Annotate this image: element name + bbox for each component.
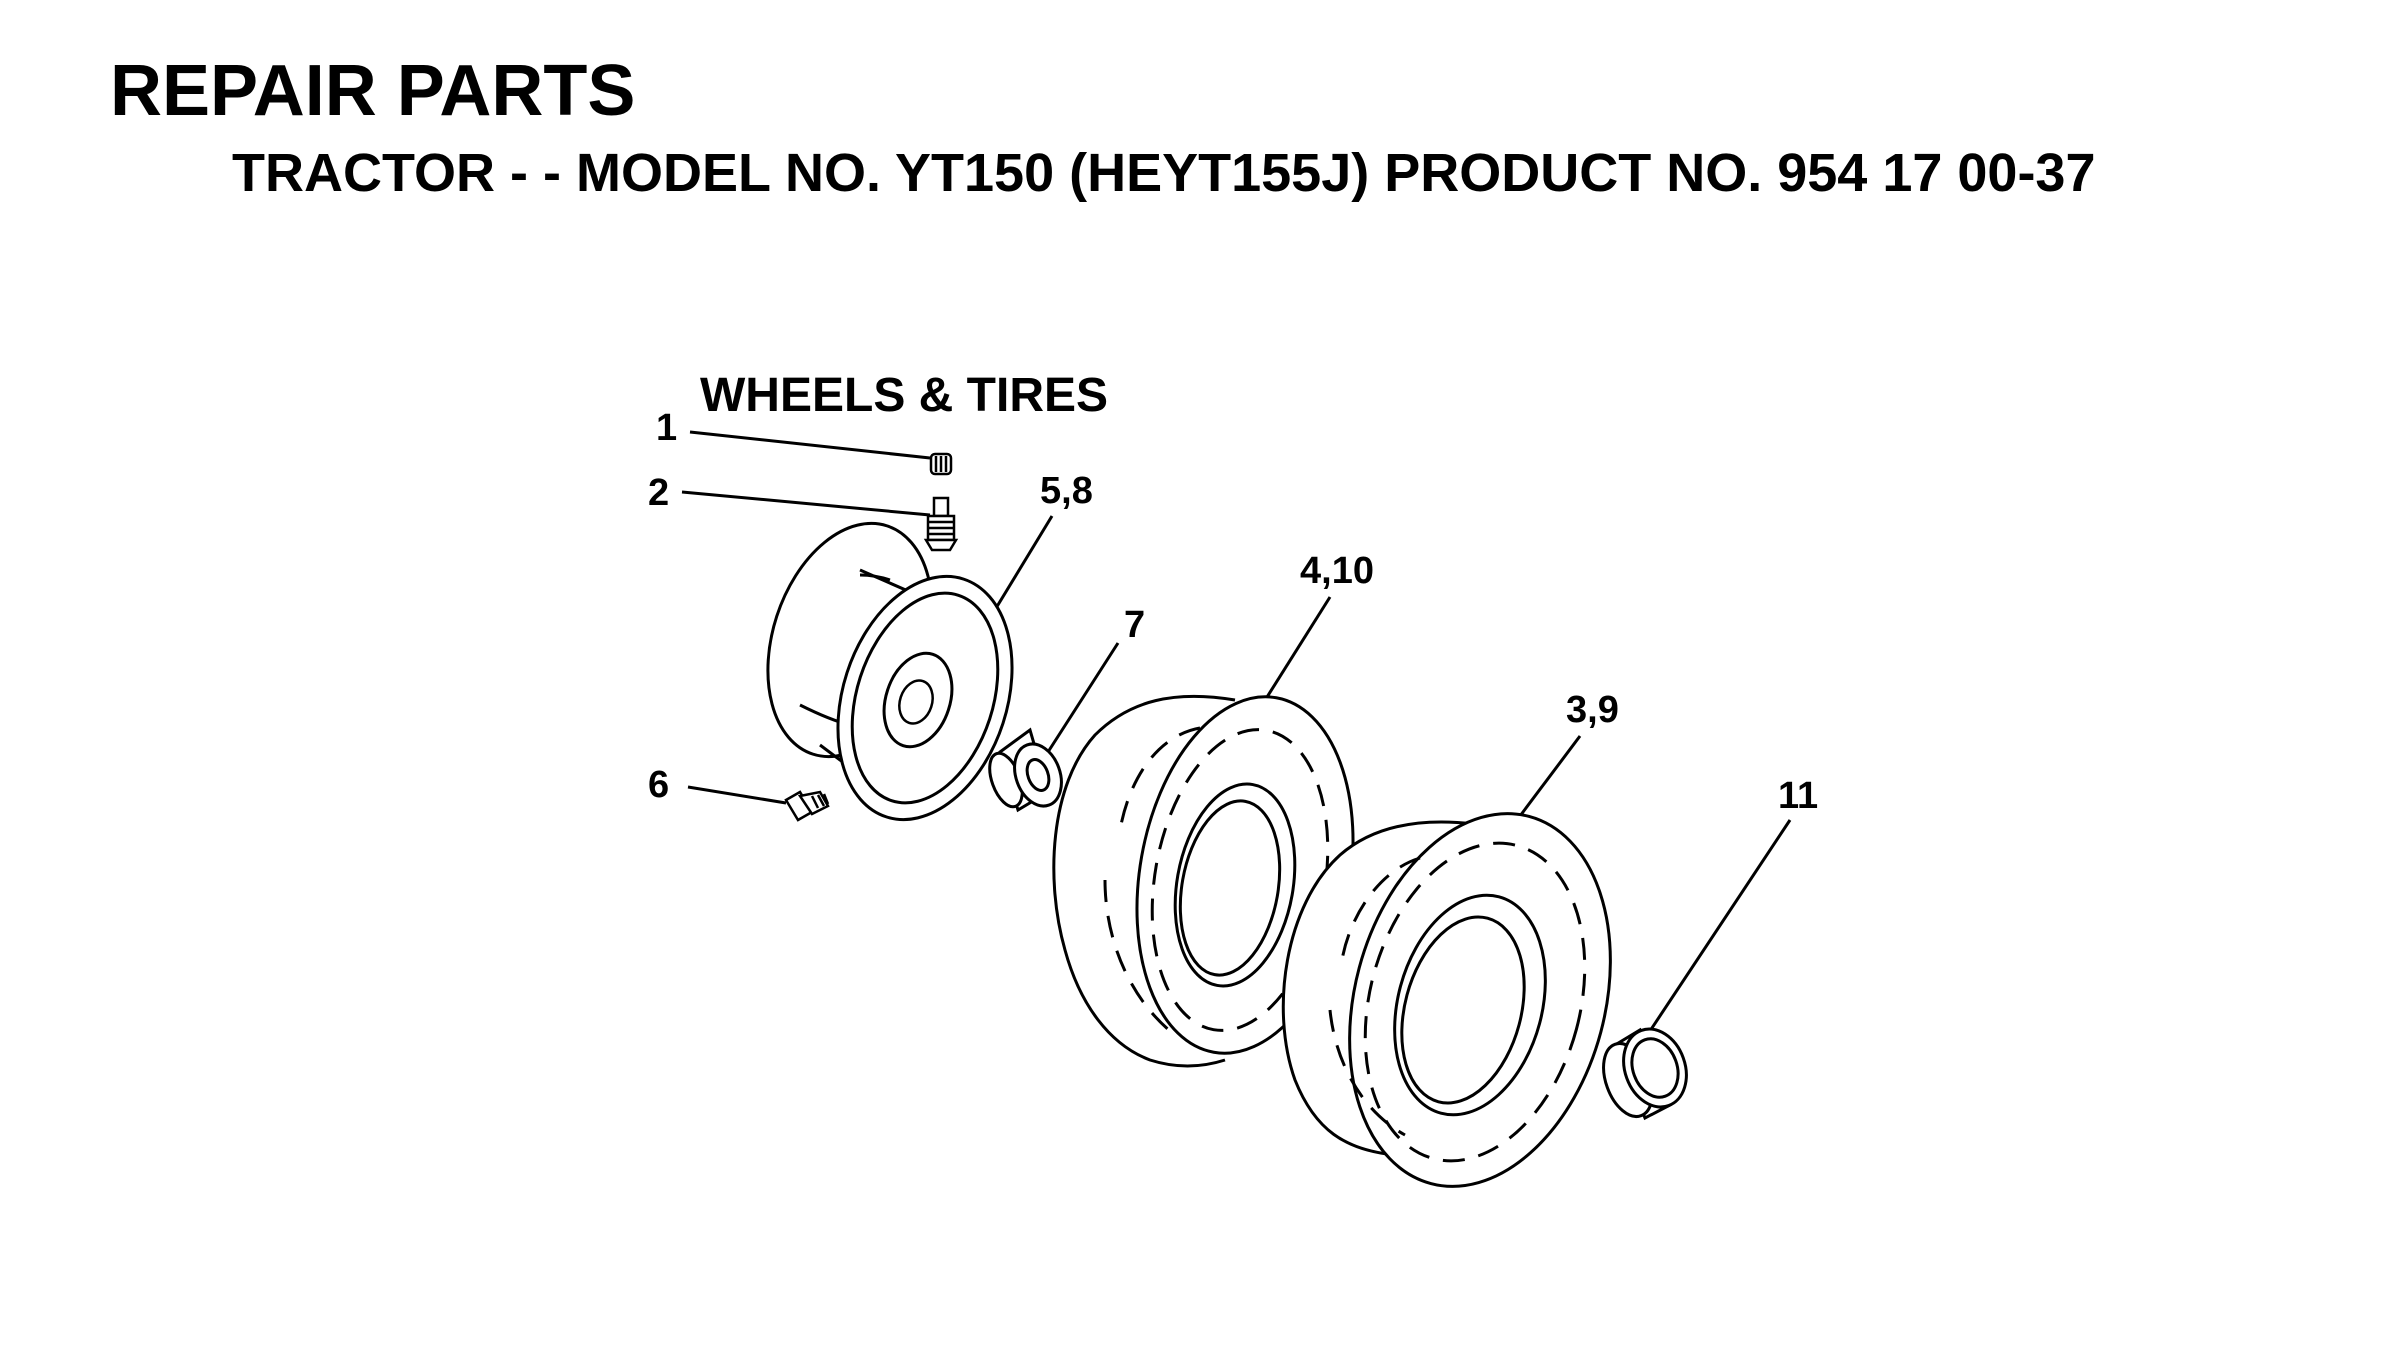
- callout-1: 1: [656, 407, 677, 449]
- page-subtitle: TRACTOR - - MODEL NO. YT150 (HEYT155J) P…: [232, 143, 2096, 203]
- leader-line-7: [1046, 642, 1120, 753]
- callout-7: 7: [1124, 604, 1145, 646]
- leader-line-2: [681, 490, 931, 517]
- callout-3-9: 3,9: [1566, 689, 1619, 731]
- bolt-part: [784, 790, 830, 822]
- callout-6: 6: [648, 764, 669, 806]
- leader-line-4-10: [1260, 596, 1332, 706]
- front-tire-part: [1052, 694, 1355, 1068]
- section-title: WHEELS & TIRES: [700, 369, 1109, 422]
- leader-line-11: [1638, 819, 1792, 1047]
- leader-line-5-8: [988, 515, 1054, 619]
- wheel-rim-part: [766, 521, 1014, 822]
- callout-11: 11: [1778, 775, 1818, 817]
- leader-line-6: [687, 785, 787, 805]
- valve-stem-part: [923, 496, 959, 552]
- bushing-part: [988, 727, 1063, 813]
- callout-4-10: 4,10: [1300, 550, 1374, 592]
- valve-cap-part: [929, 452, 953, 476]
- leader-line-1: [689, 430, 931, 460]
- hub-bushing-part: [1602, 1027, 1688, 1121]
- page-title: REPAIR PARTS: [110, 51, 636, 131]
- rear-tire-part: [1281, 812, 1612, 1188]
- callout-5-8: 5,8: [1040, 470, 1093, 512]
- callout-2: 2: [648, 472, 669, 514]
